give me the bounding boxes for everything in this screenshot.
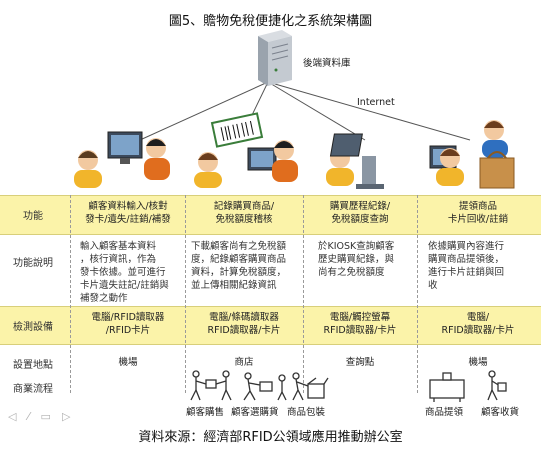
location-cell-4: 機場 — [468, 357, 488, 368]
customer-handoff-icon — [190, 370, 232, 401]
function-cell-4: 提領商品 卡片回收/註銷 — [447, 201, 509, 225]
flow-label-1: 顧客購售 — [186, 407, 225, 418]
row-label-description: 功能說明 — [13, 258, 53, 269]
station-registration-icon — [74, 131, 170, 188]
column-separator — [303, 195, 304, 393]
rectangle-icon[interactable]: ▭ — [40, 410, 51, 423]
location-cell-2: 商店 — [234, 357, 254, 368]
packaging-icon — [292, 372, 329, 401]
server-icon — [258, 30, 292, 86]
devices-cell-3: 電腦/觸控螢幕 RFID讀取器/卡片 — [323, 312, 397, 336]
source-caption: 資料來源：經濟部RFID公領域應用推動辦公室 — [138, 430, 403, 445]
description-cell-3: 於KIOSK查詢顧客 歷史購買紀錄，與 尚有之免稅額度 — [318, 241, 395, 278]
flow-label-4: 商品提領 — [425, 407, 464, 418]
viewer-nav: ◁ ⁄ ▭ ▷ — [8, 405, 76, 424]
customer-receiving-icon — [487, 370, 507, 401]
pen-icon[interactable]: ⁄ — [27, 410, 30, 423]
row-label-location: 設置地點 — [13, 360, 53, 371]
column-separator — [185, 195, 186, 393]
station-store-icon — [194, 112, 298, 188]
column-separator — [70, 195, 71, 393]
function-cell-2: 記錄購買商品/ 免稅額度稽核 — [213, 201, 275, 225]
devices-band — [0, 306, 541, 345]
customer-shopping-icon — [243, 372, 287, 401]
internet-label: Internet — [357, 97, 395, 108]
diagram-title: 圖5、贍物免稅便捷化之系統架構圖 — [168, 14, 373, 29]
devices-cell-2: 電腦/條碼讀取器 RFID讀取器/卡片 — [207, 312, 281, 336]
forward-arrow-icon[interactable]: ▷ — [62, 410, 71, 423]
business-flow-illustration — [190, 370, 507, 402]
function-band — [0, 195, 541, 235]
description-cell-4: 依據購買內容進行 購買商品提領後， 進行卡片註銷與回 收 — [428, 241, 505, 291]
function-cell-3: 購買歷程紀錄/ 免稅額度查詢 — [329, 201, 391, 225]
pickup-counter-icon — [429, 372, 465, 402]
station-pickup-icon — [429, 120, 515, 189]
flow-label-3: 商品包裝 — [287, 407, 326, 418]
location-cell-3: 查詢點 — [345, 357, 375, 368]
devices-cell-1: 電腦/RFID讀取器 /RFID卡片 — [91, 312, 165, 336]
function-cell-1: 顧客資料輸入/核對 發卡/遺失/註銷/補發 — [85, 201, 171, 225]
row-label-devices: 檢測設備 — [13, 322, 53, 333]
system-illustration — [74, 30, 515, 189]
row-label-business-flow: 商業流程 — [13, 384, 53, 395]
station-kiosk-icon — [326, 133, 384, 189]
server-label: 後端資料庫 — [303, 58, 351, 69]
devices-cell-4: 電腦/ RFID讀取器/卡片 — [441, 312, 515, 336]
location-cell-1: 機場 — [118, 357, 138, 368]
column-separator — [417, 195, 418, 393]
description-cell-2: 下載顧客尚有之免稅額 度，紀錄顧客購買商品 資料，計算免稅額度， 並上傳相關紀錄… — [191, 241, 287, 291]
description-cell-1: 輸入顧客基本資料 ，核行資訊，作為 發卡依據。並可進行 卡片遺失註記/註銷與 補… — [80, 241, 169, 304]
flow-label-5: 顧客收貨 — [481, 407, 520, 418]
back-arrow-icon[interactable]: ◁ — [8, 410, 17, 423]
row-label-function: 功能 — [23, 211, 43, 222]
flow-label-2: 顧客選購貨 — [231, 407, 279, 418]
network-lines — [139, 81, 471, 141]
